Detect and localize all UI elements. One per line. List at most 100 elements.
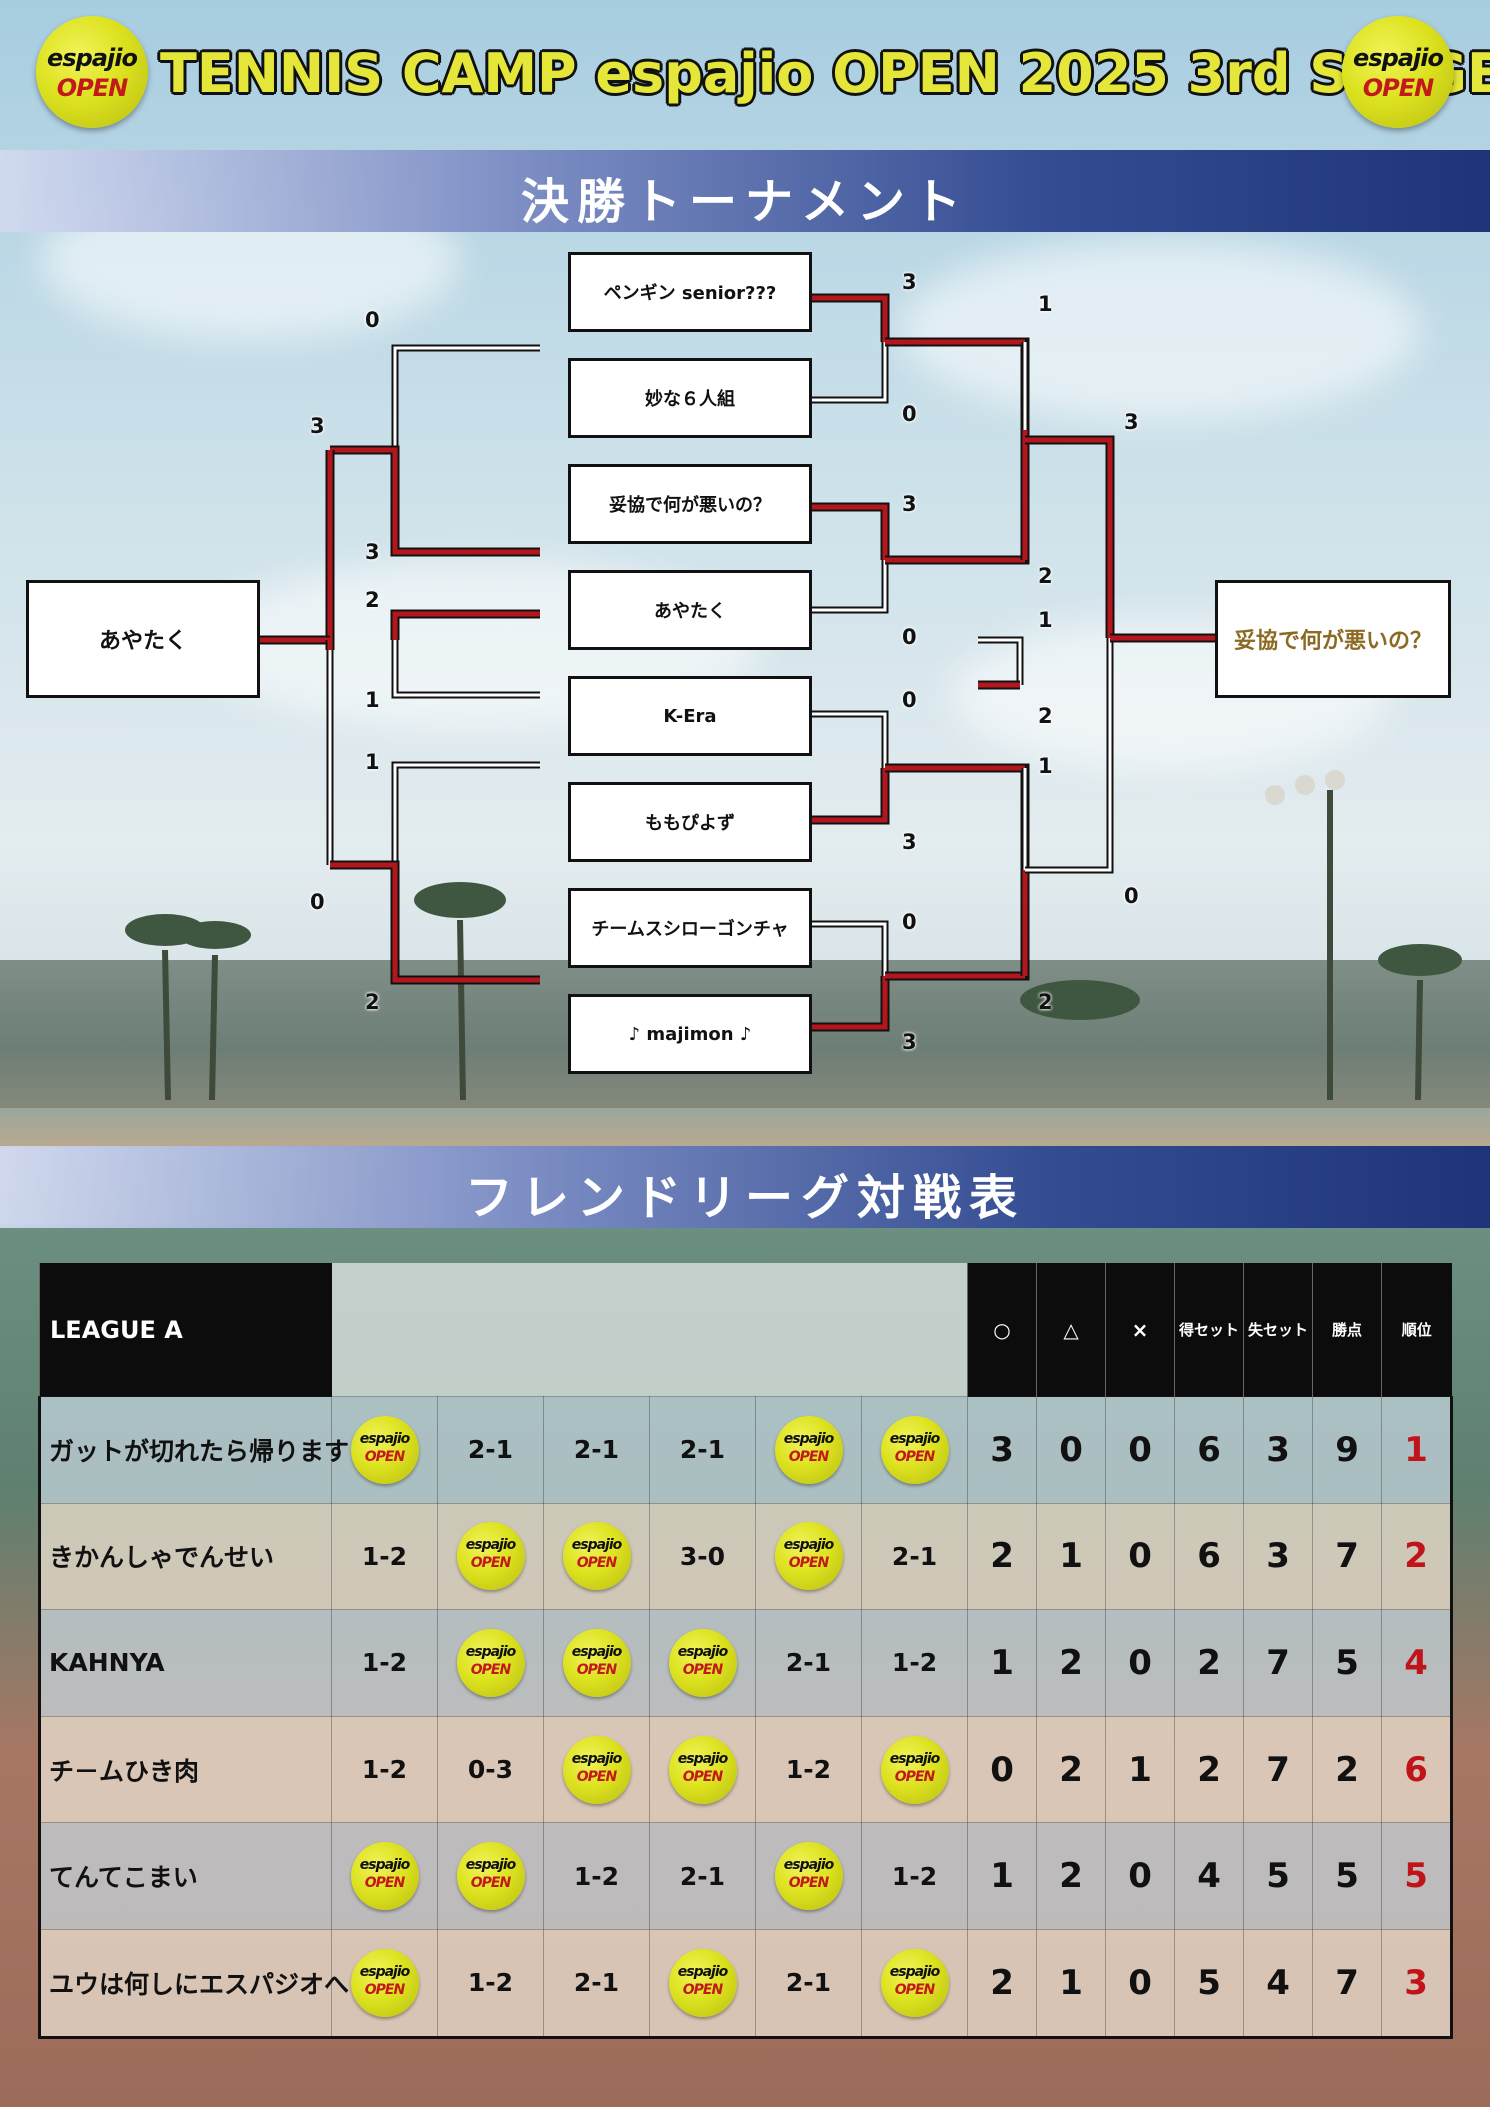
logo-text-espajio: espajio [783,1537,835,1554]
logo-text-open: OPEN [576,1661,617,1678]
col-rank: 順位 [1381,1263,1452,1397]
sets-lost: 3 [1243,1502,1314,1611]
team-name: ももぴよず [645,813,735,834]
score-label: 3 [365,540,380,564]
court-ground [0,1108,1490,1148]
count-draw: 2 [1036,1715,1107,1824]
score-label: 1 [365,750,380,774]
score-label: 3 [902,830,917,854]
score-label: 3 [1124,410,1139,434]
team-name: K-Era [663,705,717,727]
col-sets-won: 得セット [1174,1263,1244,1397]
team-name: チームスシローゴンチャ [591,919,789,940]
palm-trees-illustration [125,770,1462,1101]
score-label: 3 [902,1030,917,1054]
logo-text-espajio: espajio [571,1750,623,1767]
sets-won: 5 [1174,1928,1245,2040]
tournament-section-title: 決勝トーナメント [520,174,969,230]
match-result: 1-2 [331,1609,438,1717]
count-win: 1 [967,1822,1038,1930]
espajio-open-logo-left: espajio OPEN [36,16,148,128]
team-name: 妙な６人組 [645,389,735,410]
team-name: きかんしゃでんせい [38,1502,332,1611]
logo-text-espajio: espajio [783,1430,835,1447]
count-draw: 2 [1036,1822,1107,1930]
col-draw: △ [1036,1263,1106,1397]
count-win: 3 [967,1396,1038,1504]
count-loss: 0 [1105,1396,1176,1504]
score-label: 0 [902,402,917,426]
team-box: ペンギン senior??? [568,252,812,332]
score-label: 0 [1124,884,1139,908]
count-win: 2 [967,1928,1038,2040]
champion-box: 妥協で何が悪いの？ [1215,580,1451,698]
sets-won: 2 [1174,1609,1245,1717]
score-label: 0 [310,890,325,914]
score-label: 2 [1038,704,1053,728]
sets-lost: 5 [1243,1822,1314,1930]
logo-text-espajio: espajio [47,44,138,72]
match-result: 2-1 [437,1396,544,1504]
points: 5 [1312,1609,1383,1717]
logo-text-open: OPEN [894,1981,935,1998]
match-result: 1-2 [437,1928,544,2040]
col-win: ○ [967,1263,1037,1397]
logo-text-open: OPEN [788,1555,829,1572]
team-box: 妙な６人組 [568,358,812,438]
match-result: 1-2 [860,1822,969,1930]
count-win: 0 [967,1715,1038,1824]
count-loss: 1 [1105,1715,1176,1824]
team-box: あやたく [568,570,812,650]
points: 7 [1312,1928,1383,2040]
count-loss: 0 [1105,1822,1176,1930]
logo-text-open: OPEN [682,1661,723,1678]
col-loss: × [1105,1263,1175,1397]
sets-lost: 7 [1243,1715,1314,1824]
match-result: 1-2 [755,1715,862,1824]
sets-won: 4 [1174,1822,1245,1930]
score-label: 3 [310,414,325,438]
score-label: 0 [902,688,917,712]
match-result: 0-3 [437,1715,544,1824]
logo-text-open: OPEN [1362,74,1434,102]
score-label: 1 [1038,608,1053,632]
team-box: ♪ majimon ♪ [568,994,812,1074]
logo-text-espajio: espajio [889,1963,941,1980]
league-grid: LEAGUE A ○ △ × 得セット 失セット 勝点 順位 ガットが切れたら帰… [38,1263,1454,2040]
logo-text-open: OPEN [894,1448,935,1465]
logo-text-espajio: espajio [465,1643,517,1660]
score-label: 1 [1038,754,1053,778]
logo-text-open: OPEN [576,1555,617,1572]
points: 2 [1312,1715,1383,1824]
league-name: LEAGUE A [39,1263,332,1397]
count-draw: 1 [1036,1928,1107,2040]
team-name: 妥協で何が悪いの？ [609,495,771,516]
logo-text-open: OPEN [788,1875,829,1892]
score-label: 2 [365,588,380,612]
rank: 3 [1381,1928,1454,2040]
points: 5 [1312,1822,1383,1930]
count-loss: 0 [1105,1928,1176,2040]
count-loss: 0 [1105,1502,1176,1611]
logo-text-espajio: espajio [571,1537,623,1554]
bracket-lines: .w { fill:none; stroke:#111; stroke-widt… [260,293,1215,1032]
logo-text-espajio: espajio [783,1857,835,1874]
header-gap [331,1263,968,1397]
logo-text-espajio: espajio [359,1857,411,1874]
left-finalist-name: あやたく [98,629,187,654]
